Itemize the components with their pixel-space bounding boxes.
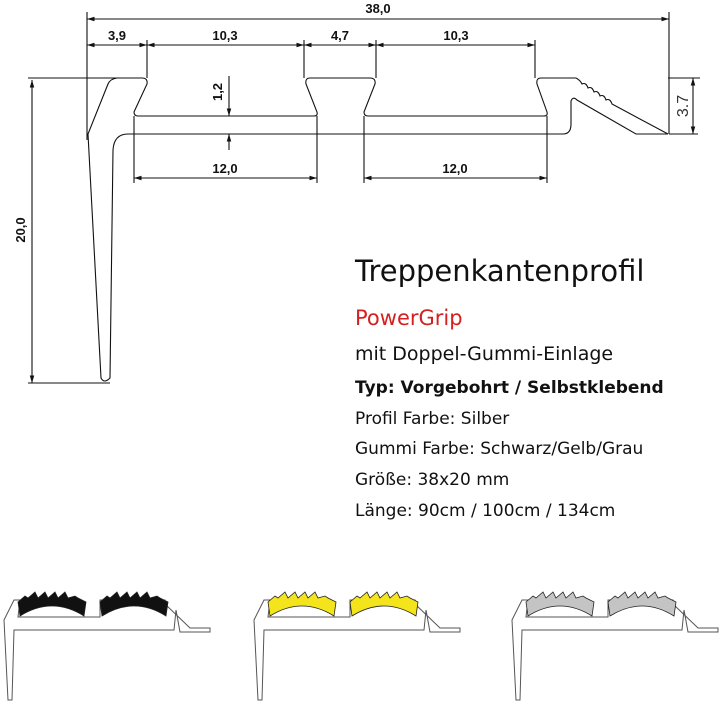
variant-profile-black (3, 591, 211, 701)
rubber-insert (17, 591, 87, 617)
product-rubber-color: Gummi Farbe: Schwarz/Gelb/Grau (355, 439, 644, 459)
product-profile-color: Profil Farbe: Silber (355, 409, 510, 429)
dimension-labels: 38,0 3,9 10,3 4,7 10,3 12,0 12,0 1,2 3.7… (13, 1, 692, 243)
product-type: Typ: Vorgebohrt / Selbstklebend (355, 378, 664, 398)
product-title: Treppenkantenprofil (355, 254, 645, 288)
dim-seg3: 4,7 (331, 28, 349, 43)
dim-channel2: 12,0 (442, 161, 467, 176)
dim-depth: 1,2 (210, 83, 225, 101)
variant-profile-grey (511, 591, 719, 701)
dim-nose-height: 3.7 (675, 95, 692, 117)
rubber-insert (525, 591, 595, 617)
dim-seg1: 3,9 (108, 28, 126, 43)
dim-total-width: 38,0 (365, 1, 390, 16)
rubber-insert (607, 591, 677, 617)
variant-profile-yellow (253, 591, 461, 701)
profile-cross-section (28, 12, 700, 384)
dim-channel1: 12,0 (212, 161, 237, 176)
rubber-insert (267, 591, 337, 617)
profile-outline (3, 599, 211, 701)
rubber-insert (99, 591, 169, 617)
profile-outline (511, 599, 719, 701)
dim-height: 20,0 (13, 217, 28, 242)
dim-seg4: 10,3 (443, 28, 468, 43)
product-brand: PowerGrip (355, 306, 463, 330)
variant-profiles (3, 591, 719, 701)
dim-seg2: 10,3 (212, 28, 237, 43)
product-size: Größe: 38x20 mm (355, 470, 510, 490)
product-length: Länge: 90cm / 100cm / 134cm (355, 501, 616, 521)
product-subtitle: mit Doppel-Gummi-Einlage (355, 343, 614, 365)
profile-outline (253, 599, 461, 701)
rubber-insert (349, 591, 419, 617)
